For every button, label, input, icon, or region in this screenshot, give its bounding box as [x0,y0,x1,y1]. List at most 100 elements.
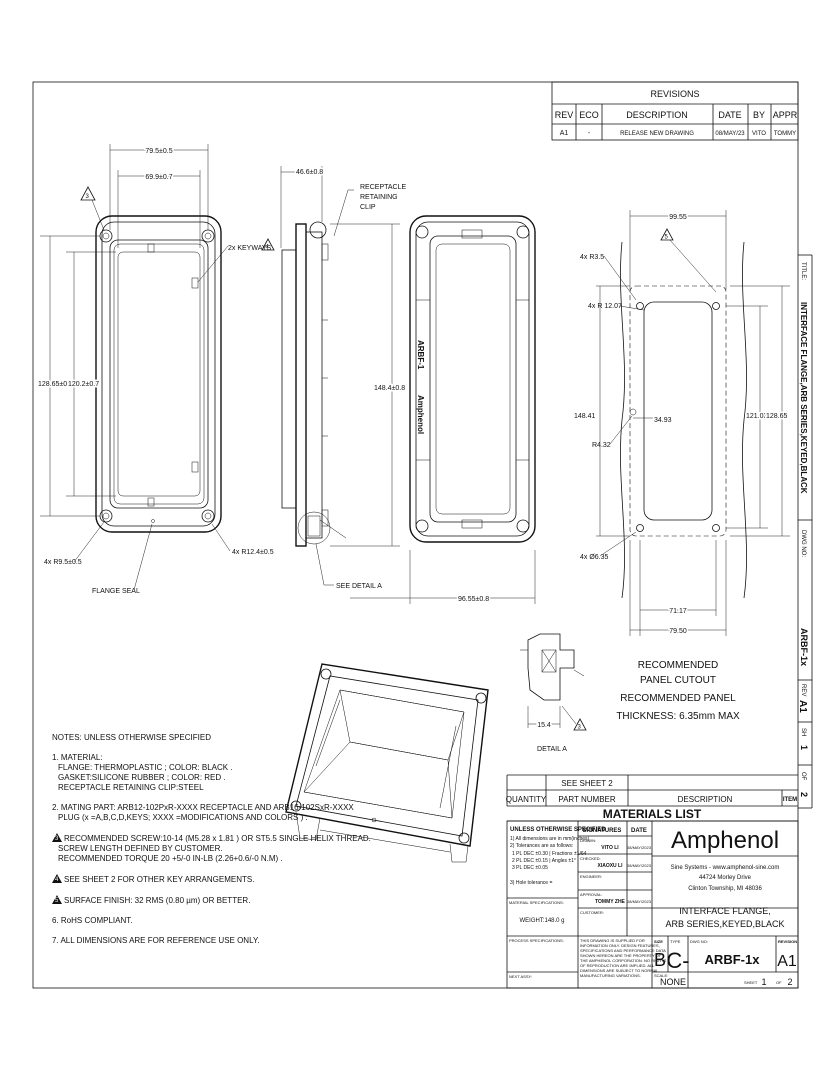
rev-cell-eco: - [588,130,591,137]
clip-label-line1: RECEPTACLE [360,184,406,191]
dim-cutout-holes: 4x Ø6.35 [580,554,609,561]
dim-cutout-width: 99.55 [669,214,687,221]
dim-front-r12: 4x R12.4±0.5 [232,549,274,556]
sidebar-of: 2 [799,792,809,797]
front-view: 79.5±0.5 69.9±0.7 128.65±0.5 120.2±0.7 4… [37,144,275,595]
material-spec-label: MATERIAL SPECIFICATIONS: [509,900,564,905]
disclaimer-line-1: THIS DRAWING IS SUPPLIED FOR [580,938,645,943]
isometric-view [285,663,489,863]
dim-front-inner-height: 120.2±0.7 [68,381,99,388]
note-2-line-2: PLUG (x =A,B,C,D,KEYS; XXXX =MODIFICATIO… [58,813,308,822]
detail-note-marker: 3 [578,725,582,731]
dwg-no-label: DWG NO: [690,939,708,944]
sidebar-dwg-label: DWG NO: [800,530,806,557]
sidebar-of-label: OF [800,772,806,781]
engineer-role: ENGINEER: [580,874,602,879]
part-title-2: ARB SERIES,KEYED,BLACK [665,919,784,929]
dim-cutout-height: 148.41 [574,413,596,420]
front-note-marker: 3 [86,194,90,200]
clip-label-line3: CLIP [360,204,376,211]
materials-header-part-number: PART NUMBER [558,795,616,804]
sidebar-title: INTERFACE FLANGE,ARB SERIES,KEYED,BLACK [799,302,808,494]
flange-seal-label: FLANGE SEAL [92,588,140,595]
see-detail-a-label: SEE DETAIL A [336,583,382,590]
tolerance-heading: UNLESS OTHERWISE SPECIFIED [510,827,606,833]
approval-role: APPROVAL: [580,892,602,897]
dim-side-height: 148.4±0.8 [374,385,405,392]
weight: WEIGHT:148.0 g [519,918,564,924]
tolerance-line-6: 3) Hole tolerance = [510,880,552,886]
keyways-note-marker: 4 [266,245,270,251]
dwg-no-value: ARBF-1x [705,952,761,967]
side-view: 46.6±0.8 148.4±0.8 RECEPTACLE RETAINING … [280,166,407,590]
customer-label: CUSTOMER: [580,910,604,915]
clip-label-line2: RETAINING [360,194,398,201]
cutout-caption-2: PANEL CUTOUT [640,675,716,686]
revisions-title: REVISIONS [650,89,699,99]
materials-header-quantity: QUANTITY [506,795,547,804]
note-3-line-2: SCREW LENGTH DEFINED BY CUSTOMER. [58,844,223,853]
dim-front-inner-width: 69.9±0.7 [145,174,172,181]
scale-label: SCALE: [654,973,668,978]
dim-detail-15: 15.4 [537,722,551,729]
rev-cell-date: 08/MAY/23 [715,131,745,137]
tolerance-line-1: 1) All dimensions are in mm(inches). [510,836,591,842]
dim-back-width: 96.55±0.8 [458,596,489,603]
rev-cell-description: RELEASE NEW DRAWING [620,131,694,137]
materials-header-description: DESCRIPTION [678,795,733,804]
disclaimer-line-8: MANUFACTURING VARIATIONS. [580,973,641,978]
revisions-table: REVISIONS REV ECO DESCRIPTION DATE BY AP… [551,81,799,141]
date-heading: DATE [631,828,647,834]
tolerance-line-4: 2 PL DEC ±0.15 | Angles ±1° [512,858,576,864]
dim-cutout-121: 121.03 [746,413,768,420]
process-spec-label: PROCESS SPECIFICATIONS: [509,938,564,943]
drawn-name: VITO LI [601,845,619,851]
back-view-part-text: ARBF-1 [416,340,425,370]
note-1-gasket: GASKET:SILICONE RUBBER ; COLOR: RED . [58,773,226,782]
of-value: 2 [787,977,792,987]
approval-name: TOMMY ZHE [595,899,625,905]
rev-cell-appr: TOMMY [774,131,796,137]
type-label: TYPE [670,939,681,944]
tolerance-line-5: 3 PL DEC ±0.05 [512,865,548,871]
detail-a-view: 15.4 3 DETAIL A [520,633,587,753]
note-1-clip: RECEPTACLE RETAINING CLIP:STEEL [58,783,204,792]
disclaimer-line-3: SPECIFICATIONS AND PERFORMANCE DATA [580,948,666,953]
tolerance-line-3: 1 PL DEC ±0.30 | Fractions ±1/64 [512,851,587,857]
sidebar-sh: 1 [799,745,809,750]
dim-cutout-r4: R4.32 [592,442,611,449]
rev-cell-by: VITO [752,131,766,137]
size-label: SIZE [654,939,663,944]
back-view: ARBF-1 Amphenol 96.55±0.8 [350,215,536,605]
cutout-caption-1: RECOMMENDED [638,660,719,671]
size-value: B [654,950,666,970]
detail-a-title: DETAIL A [537,746,567,753]
materials-list-title: MATERIALS LIST [603,807,702,821]
note-2-line-1: 2. MATING PART: ARB12-102PxR-XXXX RECEPT… [52,803,354,812]
materials-list: SEE SHEET 2 QUANTITY PART NUMBER DESCRIP… [506,774,798,822]
revision-label: REVISION [778,939,797,944]
dim-front-height: 128.65±0.5 [38,381,73,388]
sidebar-title-strip: TITLE: INTERFACE FLANGE,ARB SERIES,KEYED… [797,254,813,809]
dim-cutout-71: 71.17 [669,608,687,615]
dim-cutout-34: 34.93 [654,417,672,424]
dim-front-width: 79.5±0.5 [145,148,172,155]
drawn-role: DRAWN: [580,838,596,843]
signatures-heading: SIGNATURES [583,828,622,834]
checked-name: XIAOXU LI [597,863,623,869]
sidebar-rev: A1 [797,700,808,713]
notes-block: NOTES: UNLESS OTHERWISE SPECIFIED 1. MAT… [52,733,371,946]
note-3-line-3: RECOMMENDED TORQUE 20 +5/-0 IN-LB (2.26+… [58,854,283,863]
back-view-logo-text: Amphenol [416,395,425,434]
dim-cutout-79: 79.50 [669,628,687,635]
part-title-1: INTERFACE FLANGE, [679,906,771,916]
of-label: OF [776,980,782,985]
company-line-1: Sine Systems - www.amphenol-sine.com [671,865,780,871]
note-7: 7. ALL DIMENSIONS ARE FOR REFERENCE USE … [52,936,260,945]
dim-front-r9: 4x R9.5±0.5 [44,559,82,566]
company-logo: Amphenol [671,827,779,854]
approval-date: 08/MAY/2023 [627,899,652,904]
